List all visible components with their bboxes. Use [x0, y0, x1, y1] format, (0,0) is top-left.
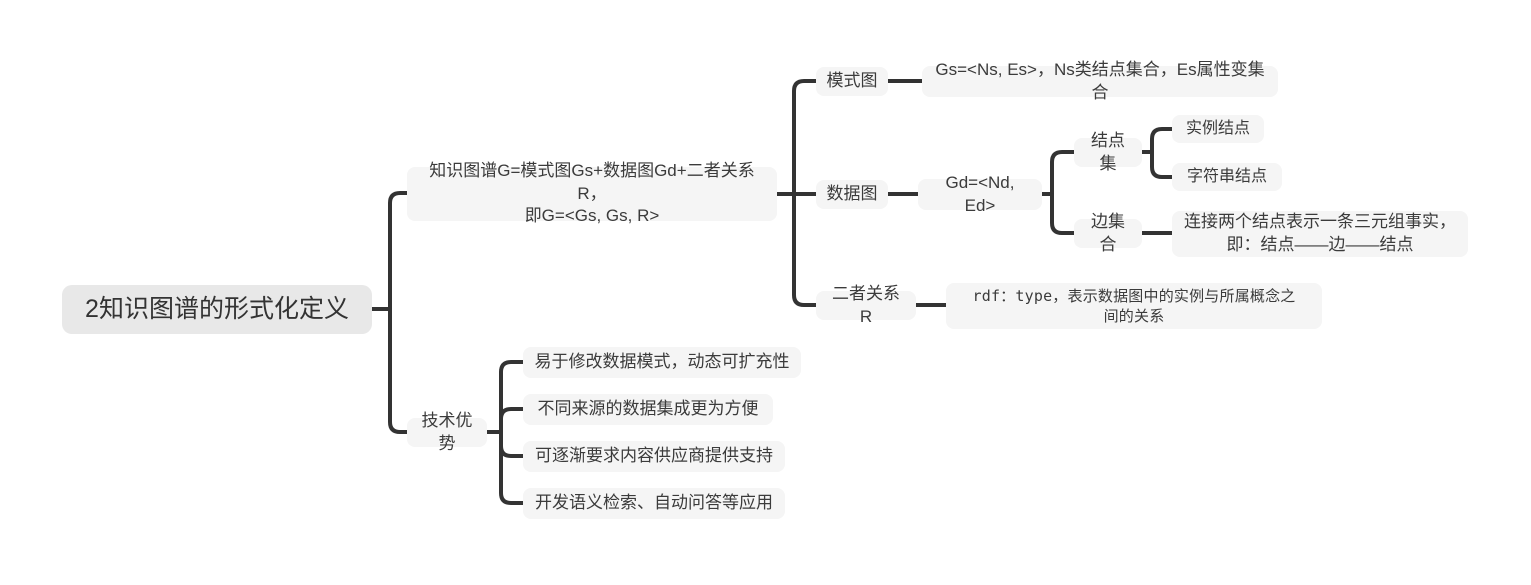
node-data-graph[interactable]: 数据图 — [816, 180, 888, 209]
connector-hub-tech — [388, 307, 412, 434]
node-root[interactable]: 2知识图谱的形式化定义 — [62, 285, 372, 334]
node-advantage-2[interactable]: 不同来源的数据集成更为方便 — [523, 394, 773, 425]
node-edge-set-detail-label: 连接两个结点表示一条三元组事实， 即：结点——边——结点 — [1184, 212, 1456, 254]
node-advantage-4-label: 开发语义检索、自动问答等应用 — [535, 493, 773, 513]
node-definition-label: 知识图谱G=模式图Gs+数据图Gd+二者关系R， 即G=<Gs, Gs, R> — [429, 160, 755, 226]
node-tech-advantage-label: 技术优势 — [421, 410, 473, 453]
connector-hub3-nodeset — [1050, 150, 1076, 196]
node-instance-node[interactable]: 实例结点 — [1172, 115, 1264, 143]
node-relation-r-label: 二者关系R — [832, 283, 900, 326]
node-data-graph-detail-label: Gd=<Nd, Ed> — [945, 172, 1015, 215]
node-advantage-3[interactable]: 可逐渐要求内容供应商提供支持 — [523, 441, 785, 472]
node-advantage-3-label: 可逐渐要求内容供应商提供支持 — [535, 446, 773, 466]
node-relation-r[interactable]: 二者关系R — [816, 284, 916, 326]
node-edge-set-label: 边集合 — [1091, 211, 1125, 254]
node-relation-r-detail-label: rdf：type，表示数据图中的实例与所属概念之 间的关系 — [972, 286, 1296, 325]
connector-hub4-string — [1150, 150, 1174, 179]
node-schema-graph-label: 模式图 — [826, 71, 878, 91]
node-tech-advantage[interactable]: 技术优势 — [407, 411, 487, 453]
node-definition[interactable]: 知识图谱G=模式图Gs+数据图Gd+二者关系R， 即G=<Gs, Gs, R> — [407, 161, 777, 225]
node-advantage-2-label: 不同来源的数据集成更为方便 — [537, 399, 759, 419]
node-string-node-label: 字符串结点 — [1186, 168, 1267, 186]
node-data-graph-label: 数据图 — [826, 184, 878, 204]
connector-hub5-adv3 — [499, 430, 525, 458]
node-data-graph-detail[interactable]: Gd=<Nd, Ed> — [918, 173, 1042, 215]
node-edge-set-detail[interactable]: 连接两个结点表示一条三元组事实， 即：结点——边——结点 — [1172, 211, 1468, 257]
connector-hub4-instance — [1150, 127, 1174, 154]
node-advantage-4[interactable]: 开发语义检索、自动问答等应用 — [523, 488, 785, 519]
node-node-set-label: 结点集 — [1091, 130, 1125, 173]
connector-hub2-schema — [792, 79, 818, 196]
connector-hub5-adv1 — [499, 360, 525, 434]
node-schema-graph[interactable]: 模式图 — [816, 67, 888, 96]
node-instance-node-label: 实例结点 — [1185, 120, 1250, 138]
node-string-node[interactable]: 字符串结点 — [1172, 163, 1282, 191]
connector-hub2-relation — [792, 192, 818, 307]
node-relation-r-detail[interactable]: rdf：type，表示数据图中的实例与所属概念之 间的关系 — [946, 283, 1322, 329]
connector-hub5-adv4 — [499, 430, 525, 505]
node-schema-graph-detail-label: Gs=<Ns, Es>，Ns类结点集合，Es属性变集合 — [935, 59, 1265, 102]
node-advantage-1[interactable]: 易于修改数据模式，动态可扩充性 — [523, 347, 801, 378]
connector-hub5-adv2 — [499, 407, 525, 434]
node-schema-graph-detail[interactable]: Gs=<Ns, Es>，Ns类结点集合，Es属性变集合 — [922, 60, 1278, 102]
node-root-label: 2知识图谱的形式化定义 — [85, 294, 349, 323]
node-node-set[interactable]: 结点集 — [1074, 131, 1142, 173]
node-advantage-1-label: 易于修改数据模式，动态可扩充性 — [534, 352, 790, 372]
connector-hub3-edgeset — [1050, 192, 1076, 235]
node-edge-set[interactable]: 边集合 — [1074, 212, 1142, 254]
